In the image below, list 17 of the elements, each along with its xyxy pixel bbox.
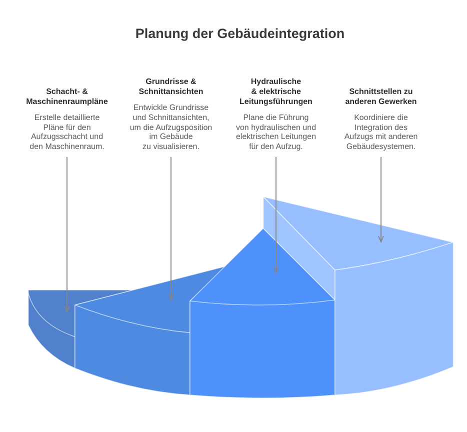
step-description: Entwickle Grundrisse und Schnittansichten, um die Aufzugsposition im Gebäude zu visualisieren. [129,103,213,152]
step-heading: Hydraulische & elektrische Leitungsführungen [238,77,314,107]
leader-arrow [378,156,384,242]
leader-arrow [273,156,279,274]
leader-arrow [168,156,174,300]
leader-arrow [64,156,70,312]
title: Planung der Gebäudeintegration [134,25,346,42]
pie-segment [262,196,454,396]
pie-segment [190,228,336,398]
pie-segment [28,290,134,369]
step-heading: Grundrisse & Schnittansichten [138,77,204,98]
step-heading: Schnittstellen zu anderen Gewerken [344,87,418,107]
step-description: Erstelle detaillierte Pläne für den Aufzugsschacht und den Maschinenraum. [28,112,106,152]
step-heading: Schacht- & Maschinenraumpläne [25,87,109,107]
pie-segment [74,266,228,396]
step-description: Koordiniere die Integration des Aufzugs mit anderen Gebäudesystemen. [343,112,419,152]
step-description: Plane die Führung von hydraulischen und elektrischen Leitungen für den Aufzug. [234,112,318,152]
